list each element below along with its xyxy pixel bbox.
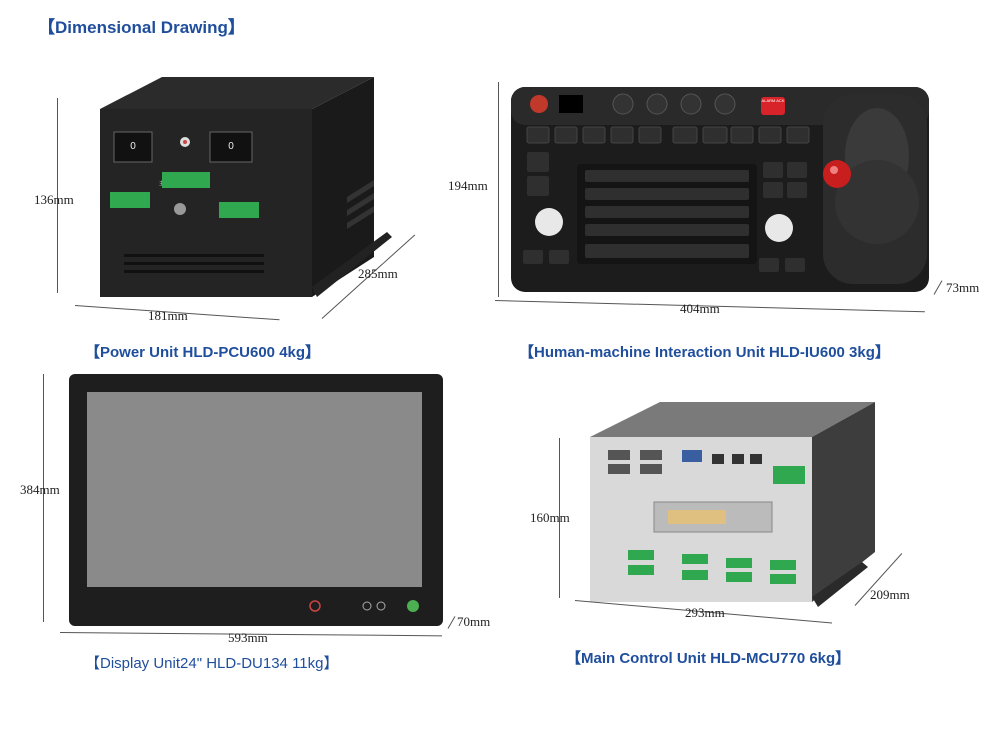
power-depth-label: 285mm bbox=[358, 266, 398, 281]
display-width-label: 593mm bbox=[228, 630, 268, 645]
power-height-label: 136mm bbox=[34, 192, 74, 207]
left-switch-value: 0 bbox=[130, 141, 136, 152]
display-height-label: 384mm bbox=[20, 482, 60, 497]
power-height-line bbox=[57, 98, 58, 293]
page-title: 【Dimensional Drawing】 bbox=[38, 18, 245, 37]
display-depth-line bbox=[447, 616, 456, 629]
power-unit-caption: 【Power Unit HLD-PCU600 4kg】 bbox=[85, 344, 321, 361]
power-unit-figure: 主电开关 0 0 bbox=[62, 72, 402, 332]
mcu-depth-label: 209mm bbox=[870, 587, 910, 602]
display-unit-image bbox=[69, 374, 443, 626]
display-height-line bbox=[43, 374, 44, 622]
display-unit-figure bbox=[69, 374, 443, 626]
right-switch-value: 0 bbox=[228, 141, 234, 152]
power-width-label: 181mm bbox=[148, 308, 188, 323]
display-unit-caption: 【Display Unit24" HLD-DU134 11kg】 bbox=[85, 655, 339, 672]
mcu-width-label: 293mm bbox=[685, 605, 725, 620]
hmi-unit-caption: 【Human-machine Interaction Unit HLD-IU60… bbox=[519, 344, 890, 361]
hmi-width-label: 404mm bbox=[680, 301, 720, 316]
hmi-height-label: 194mm bbox=[448, 178, 488, 193]
mcu-caption: 【Main Control Unit HLD-MCU770 6kg】 bbox=[566, 650, 851, 667]
power-unit-image: 主电开关 bbox=[100, 77, 392, 297]
display-depth-label: 70mm bbox=[457, 614, 491, 629]
hmi-unit-image bbox=[511, 87, 929, 292]
mcu-height-label: 160mm bbox=[530, 510, 570, 525]
alarm-ack-button: ALARM ACK bbox=[761, 98, 785, 103]
hmi-depth-label: 73mm bbox=[946, 280, 980, 295]
main-control-unit-figure bbox=[590, 402, 875, 610]
mcu-height-line bbox=[559, 438, 560, 598]
hmi-unit-figure: ALARM ACK bbox=[505, 82, 935, 297]
hmi-height-line bbox=[498, 82, 499, 297]
main-control-unit-image bbox=[590, 402, 875, 607]
